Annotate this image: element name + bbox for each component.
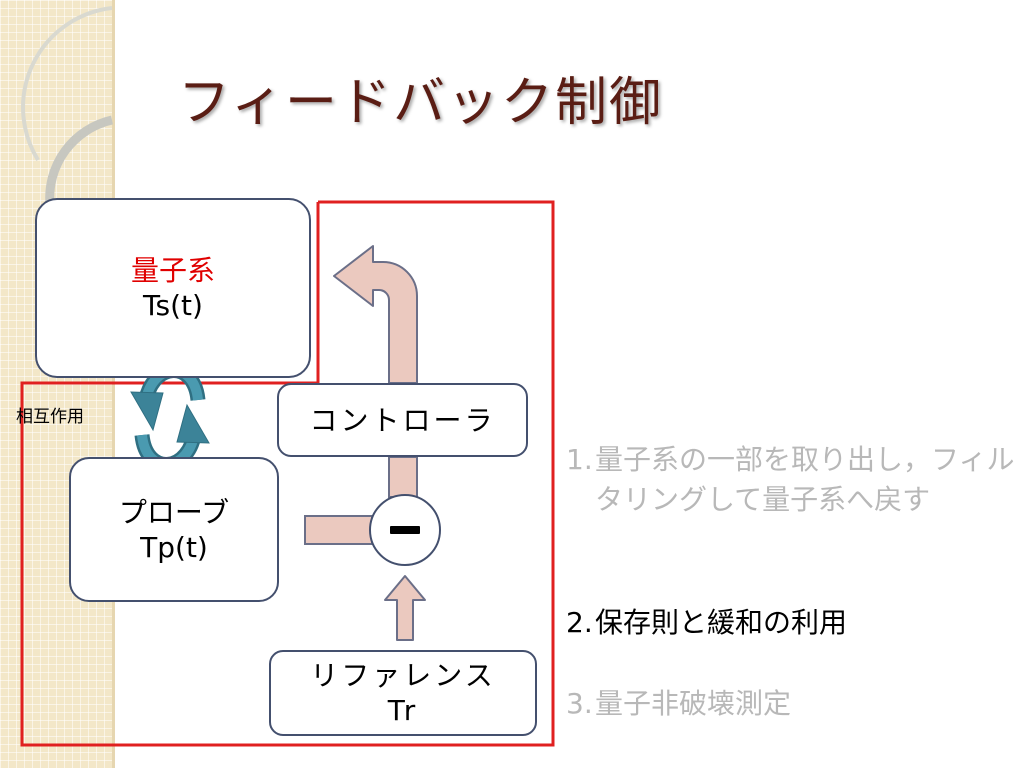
comparator-node [369, 494, 441, 566]
controller-box: コントローラ [277, 383, 528, 457]
list-item: 3. 量子非破壊測定 [566, 684, 791, 724]
decorative-ring-middle [45, 115, 114, 206]
controller-label: コントローラ [309, 403, 496, 437]
list-item-text: 保存則と緩和の利用 [595, 606, 848, 639]
controller-output-arrow [333, 245, 418, 384]
decorative-ring-top [21, 6, 113, 162]
slide-title: フィードバック制御 [178, 73, 663, 133]
probe-label: プローブ [118, 495, 230, 529]
list-item-number: 2. [566, 606, 593, 639]
minus-icon [390, 526, 420, 534]
probe-variable: Tp(t) [140, 530, 208, 564]
reference-label: リファレンス [310, 659, 496, 692]
quantum-system-variable: Ts(t) [143, 289, 203, 322]
reference-input-arrow [384, 575, 426, 641]
reference-variable: Tr [387, 694, 419, 727]
list-item-text: 量子系の一部を取り出し，フィルタリングして量子系へ戻す [595, 443, 1015, 516]
interaction-label: 相互作用 [16, 407, 84, 427]
list-item-number: 1. [566, 443, 593, 476]
interaction-cycle-icon [130, 363, 210, 472]
probe-box: プローブ Tp(t) [69, 457, 279, 602]
quantum-system-label: 量子系 [130, 254, 215, 287]
list-item: 2. 保存則と緩和の利用 [566, 603, 847, 643]
list-item: 1. 量子系の一部を取り出し，フィルタリングして量子系へ戻す [566, 440, 1016, 520]
comparator-to-controller-connector [388, 456, 418, 498]
probe-to-comparator-connector [304, 515, 373, 545]
list-item-text: 量子非破壊測定 [595, 687, 792, 720]
quantum-system-box: 量子系 Ts(t) [35, 198, 311, 378]
reference-box: リファレンス Tr [269, 650, 537, 736]
list-item-number: 3. [566, 687, 593, 720]
